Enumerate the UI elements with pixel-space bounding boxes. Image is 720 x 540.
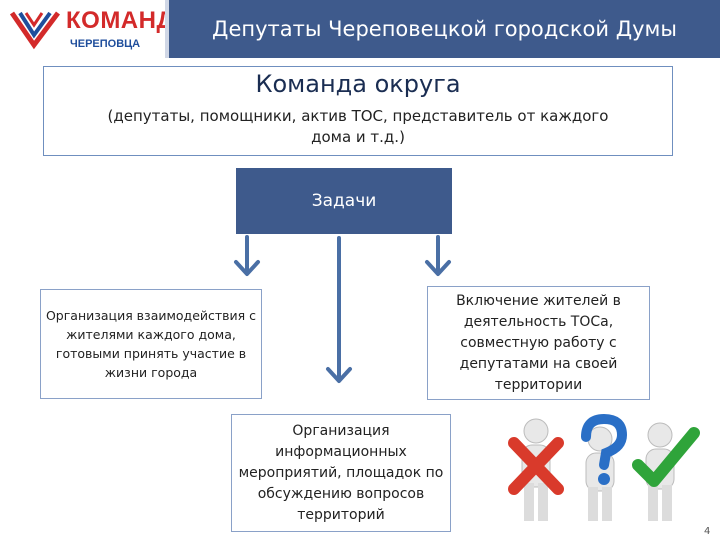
team-box: Команда округа (депутаты, помощники, акт… xyxy=(43,66,673,156)
arrow-left-icon xyxy=(234,235,260,276)
header-bar: Депутаты Череповецкой городской Думы xyxy=(165,0,720,58)
team-title: Команда округа xyxy=(255,70,461,98)
page-number: 4 xyxy=(704,526,711,537)
logo-emblem-icon xyxy=(9,11,60,50)
figure-check-icon xyxy=(632,422,700,521)
figure-question-icon xyxy=(581,413,628,521)
card-right: Включение жителей в деятельность ТОСа, с… xyxy=(427,286,650,400)
arrow-right-icon xyxy=(425,235,451,276)
people-figures-icon xyxy=(508,413,700,521)
card-middle: Организация информационных мероприятий, … xyxy=(231,414,451,532)
tasks-box: Задачи xyxy=(236,168,452,234)
team-description: (депутаты, помощники, актив ТОС, предста… xyxy=(107,107,609,146)
page-title: Депутаты Череповецкой городской Думы xyxy=(212,17,677,41)
logo: КОМАНДА ЧЕРЕПОВЦА xyxy=(8,5,191,55)
figure-red-x-icon xyxy=(508,418,564,521)
arrow-middle-icon xyxy=(326,236,352,383)
logo-subtitle: ЧЕРЕПОВЦА xyxy=(70,38,141,50)
card-left: Организация взаимодействия с жителями ка… xyxy=(40,289,262,399)
